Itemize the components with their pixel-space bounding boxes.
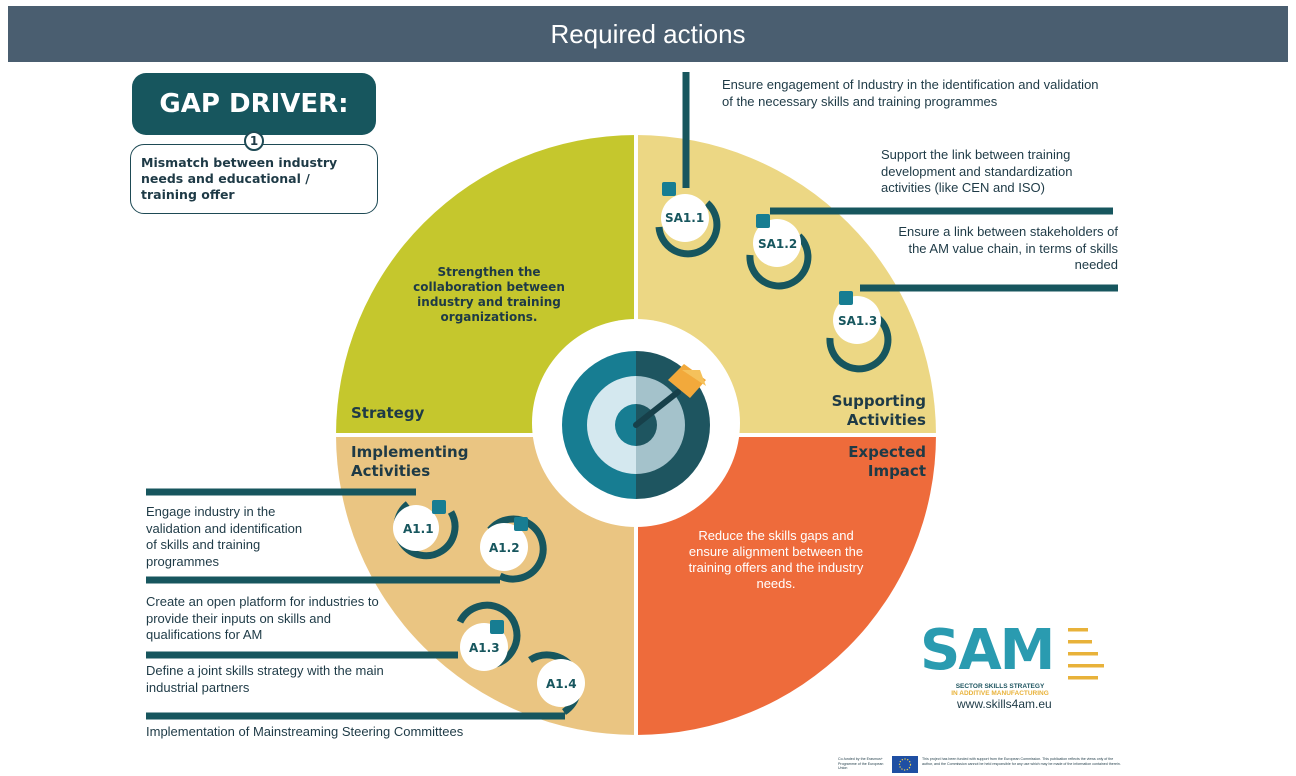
gap-driver-description: Mismatch between industry needs and educ…	[130, 144, 378, 214]
a-code-1: A1.1	[403, 522, 434, 536]
impact-label-line1: Expected	[848, 443, 926, 461]
a-code-circles	[393, 505, 585, 707]
sa-code-2: SA1.2	[758, 237, 798, 251]
supporting-label-line2: Activities	[846, 411, 926, 429]
sa-badge-icons	[662, 182, 853, 305]
impact-quadrant	[636, 435, 936, 735]
target-icon	[562, 351, 710, 499]
sam-logo-mark	[892, 628, 1104, 773]
a-code-4: A1.4	[546, 677, 577, 691]
a-text-1: Engage industry in the validation and id…	[146, 504, 303, 569]
eu-cofunded-label: Co-funded by the Erasmus+ Programme of t…	[838, 757, 884, 770]
sa-text-3: Ensure a link between stakeholders of th…	[898, 224, 1118, 272]
strategy-label: Strategy	[351, 404, 425, 422]
sam-logo-text: SAM	[920, 618, 1055, 683]
sam-tagline-2: IN ADDITIVE MANUFACTURING	[951, 690, 1049, 697]
a-code-2: A1.2	[489, 541, 520, 555]
sa-code-1: SA1.1	[665, 211, 705, 225]
sam-tagline-1: SECTOR SKILLS STRATEGY	[955, 683, 1045, 690]
page-header: Required actions	[8, 6, 1288, 62]
website-link[interactable]: www.skills4am.eu	[957, 697, 1052, 711]
impact-text: Reduce the skills gaps and ensure alignm…	[688, 528, 864, 591]
gap-driver-label: GAP DRIVER:	[159, 89, 349, 119]
impact-label-line2: Impact	[867, 462, 926, 480]
sam-logo: SAM	[920, 622, 1055, 680]
implementing-label-line2: Activities	[351, 462, 431, 480]
gap-driver-title: GAP DRIVER:	[132, 73, 376, 135]
a-text-3: Define a joint skills strategy with the …	[146, 663, 384, 695]
supporting-label-line1: Supporting	[831, 392, 926, 410]
eu-disclaimer: This project has been funded with suppor…	[922, 757, 1121, 766]
sa-text-1: Ensure engagement of Industry in the ide…	[722, 77, 1099, 109]
a-text-4: Implementation of Mainstreaming Steering…	[146, 724, 464, 739]
a-text-2: Create an open platform for industries t…	[146, 594, 379, 642]
implementing-label-line1: Implementing	[351, 443, 469, 461]
sa-callouts	[655, 72, 1118, 373]
sa-code-circles	[661, 194, 881, 344]
sa-code-3: SA1.3	[838, 314, 878, 328]
sa-text-2: Support the link between training develo…	[881, 147, 1073, 195]
page-title: Required actions	[550, 18, 746, 49]
a-code-3: A1.3	[469, 641, 500, 655]
a-badge-icons	[432, 500, 528, 634]
gap-driver-number: 1	[244, 131, 264, 151]
a-callouts	[146, 488, 582, 720]
strategy-text: Strengthen the collaboration between ind…	[413, 265, 565, 324]
